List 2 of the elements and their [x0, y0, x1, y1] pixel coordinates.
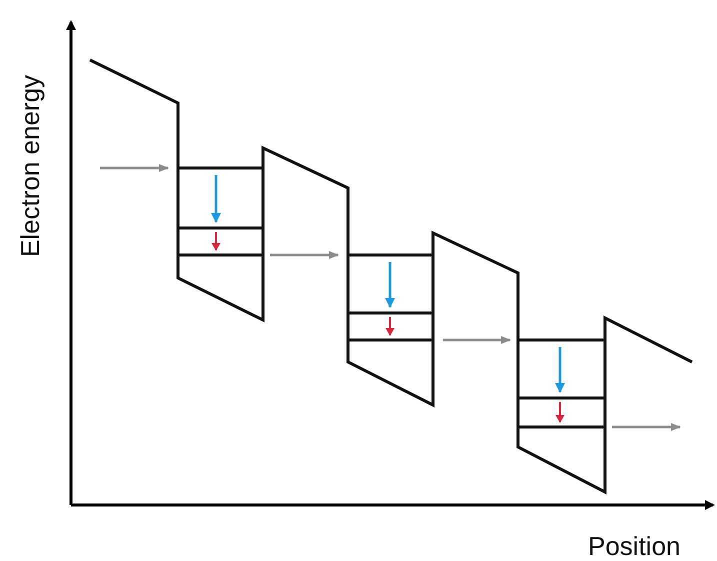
axis-label: Position [588, 533, 680, 559]
axis-label: Electron energy [17, 74, 43, 258]
